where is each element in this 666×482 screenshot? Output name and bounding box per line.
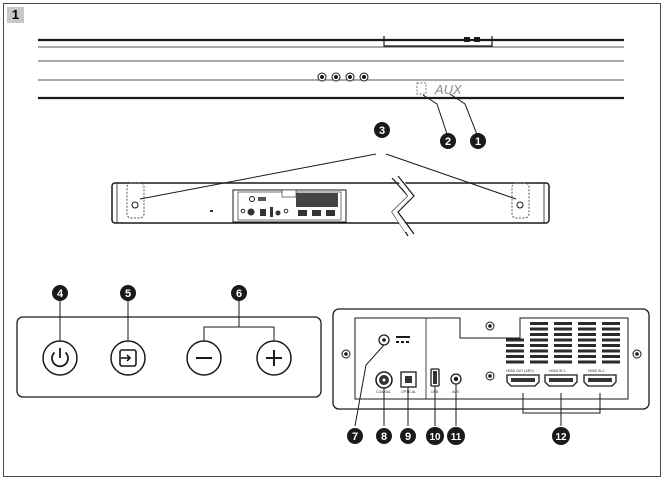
vent-slot xyxy=(578,349,596,353)
callout-circle xyxy=(400,428,416,444)
volume-down-button xyxy=(186,340,222,376)
callout-9: 9 xyxy=(400,428,416,444)
hdmi-in2-label: HDMI IN 2 xyxy=(588,369,604,373)
callout-circle xyxy=(374,122,390,138)
vent-slot xyxy=(506,338,524,342)
callout-circle xyxy=(231,285,247,301)
vent-slot xyxy=(602,322,620,325)
vent-slot xyxy=(578,344,596,347)
figure-number-badge: 1 xyxy=(7,7,24,23)
callout-1: 1 xyxy=(470,133,486,149)
callout-7: 7 xyxy=(347,428,363,444)
vent-slot xyxy=(506,360,524,364)
callout-number: 12 xyxy=(555,432,567,443)
vent-slot xyxy=(602,338,620,342)
vent-slot xyxy=(530,333,548,336)
vent-slot xyxy=(602,333,620,336)
vent-slot xyxy=(554,360,572,364)
vent-slot xyxy=(602,349,620,353)
callout-number: 7 xyxy=(352,431,358,443)
callout-4: 4 xyxy=(52,285,68,301)
vent-slot xyxy=(554,344,572,347)
vent-slot xyxy=(530,344,548,347)
soundbar-front-view xyxy=(38,36,624,100)
power-button xyxy=(42,340,78,376)
figure-frame xyxy=(3,3,661,477)
callout-circle xyxy=(347,428,363,444)
callout-5: 5 xyxy=(120,285,136,301)
callout-circle xyxy=(426,427,444,445)
vent-slot xyxy=(602,344,620,347)
callout-number: 2 xyxy=(445,136,451,148)
vent-slot xyxy=(554,349,572,353)
display-text: AUX xyxy=(434,82,463,97)
vent-slot xyxy=(578,338,596,342)
callout-number: 5 xyxy=(125,288,131,300)
callout-circle xyxy=(440,133,456,149)
vent-slot xyxy=(554,322,572,325)
vent-slot xyxy=(506,344,524,347)
vent-slot xyxy=(602,360,620,364)
source-button xyxy=(110,340,146,376)
callout-number: 4 xyxy=(57,288,64,300)
callout-number: 6 xyxy=(236,288,242,300)
optical-label: OPTICAL xyxy=(401,390,416,394)
callout-3: 3 xyxy=(374,122,390,138)
callout-circle xyxy=(552,427,570,445)
vent-slot xyxy=(578,355,596,358)
callout-8: 8 xyxy=(376,428,392,444)
callout-10: 10 xyxy=(426,427,444,445)
hdmi-out-label: HDMI OUT (ARC) xyxy=(506,369,534,373)
vent-slot xyxy=(578,327,596,331)
ventilation-grille xyxy=(506,322,620,364)
vent-slot xyxy=(506,349,524,353)
callout-11: 11 xyxy=(447,427,465,445)
hdmi-in1-label: HDMI IN 1 xyxy=(549,369,565,373)
vent-slot xyxy=(602,355,620,358)
callout-circle xyxy=(52,285,68,301)
vent-slot xyxy=(578,333,596,336)
callout-number: 3 xyxy=(379,125,385,137)
callout-number: 11 xyxy=(451,432,462,443)
volume-up-button xyxy=(256,340,292,376)
remote-sensor-window xyxy=(416,82,427,95)
callout-12: 12 xyxy=(552,427,570,445)
vent-slot xyxy=(530,355,548,358)
vent-slot xyxy=(530,322,548,325)
callout-circle xyxy=(447,427,465,445)
vent-slot xyxy=(554,327,572,331)
soundbar-back-view xyxy=(111,175,550,237)
vent-slot xyxy=(530,349,548,353)
callout-number: 1 xyxy=(475,136,481,148)
vent-slot xyxy=(530,338,548,342)
vent-slot xyxy=(506,355,524,358)
callout-circle xyxy=(376,428,392,444)
callout-6: 6 xyxy=(231,285,247,301)
callout-2: 2 xyxy=(440,133,456,149)
vent-slot xyxy=(554,338,572,342)
callout-number: 8 xyxy=(381,431,387,443)
vent-slot xyxy=(578,322,596,325)
callout-circle xyxy=(470,133,486,149)
callout-number: 9 xyxy=(405,431,411,443)
vent-slot xyxy=(554,333,572,336)
connector-panel-detail: COAXIAL OPTICAL USB AUX HDMI OUT (ARC) H… xyxy=(332,308,650,427)
vent-slot xyxy=(530,360,548,364)
callout-circle xyxy=(120,285,136,301)
callout-number: 10 xyxy=(429,432,441,443)
vent-slot xyxy=(578,360,596,364)
control-button-panel xyxy=(16,299,322,398)
vent-slot xyxy=(554,355,572,358)
vent-slot xyxy=(602,327,620,331)
hdmi-ports: HDMI OUT (ARC) HDMI IN 1 HDMI IN 2 xyxy=(506,369,617,387)
vent-slot xyxy=(530,327,548,331)
top-buttons xyxy=(317,72,369,82)
